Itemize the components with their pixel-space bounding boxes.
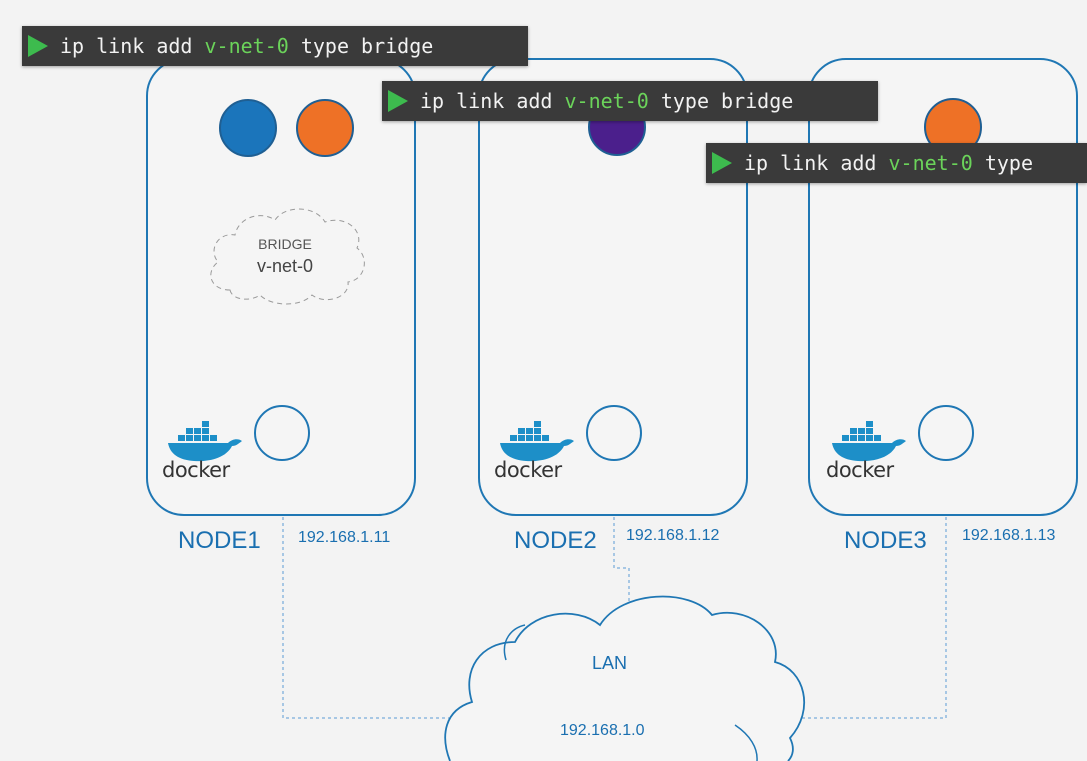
command-3-suffix: type: [972, 151, 1034, 175]
node2-ip: 192.168.1.12: [626, 527, 720, 544]
command-2-suffix: type bridge: [648, 89, 794, 113]
node3-link: [800, 517, 947, 719]
node3-name: NODE3: [844, 527, 927, 554]
node3-docker-text: docker: [826, 458, 894, 482]
docker-whale-icon: [168, 421, 242, 462]
node1-interface: [254, 405, 310, 461]
command-banner-2: ip link add v-net-0 type bridge: [382, 81, 878, 121]
command-2-highlight: v-net-0: [564, 89, 649, 113]
command-2-prefix: ip link add: [420, 89, 565, 113]
docker-whale-icon: [832, 421, 906, 462]
command-banner-1: ip link add v-net-0 type bridge: [22, 26, 528, 66]
node3-docker-logo: docker: [826, 418, 916, 490]
bridge-name: v-net-0: [256, 256, 314, 276]
lan-cloud: [444, 595, 806, 761]
node2-docker-logo: docker: [494, 418, 584, 490]
bridge-title: BRIDGE: [258, 236, 312, 252]
bridge-cloud-icon: [210, 208, 365, 305]
node1-pod-blue: [219, 99, 277, 157]
node1-pod-orange: [296, 99, 354, 157]
lan-label: LAN: [592, 653, 628, 673]
node1-ip: 192.168.1.11: [298, 529, 391, 546]
command-1-suffix: type bridge: [288, 34, 434, 58]
command-3-highlight: v-net-0: [888, 151, 973, 175]
play-icon: [388, 90, 408, 112]
node1-docker-text: docker: [162, 458, 230, 482]
command-3-prefix: ip link add: [744, 151, 889, 175]
play-icon: [28, 35, 48, 57]
node2-link: [613, 517, 630, 610]
node1-link: [282, 517, 455, 719]
lan-subnet: 192.168.1.0: [560, 722, 645, 739]
docker-whale-icon: [500, 421, 574, 462]
command-1-prefix: ip link add: [60, 34, 205, 58]
node1-name: NODE1: [178, 527, 261, 554]
node3-ip: 192.168.1.13: [962, 527, 1056, 544]
play-icon: [712, 152, 732, 174]
node1-docker-logo: docker: [162, 418, 252, 490]
node3-interface: [918, 405, 974, 461]
node2-name: NODE2: [514, 527, 597, 554]
command-1-highlight: v-net-0: [204, 34, 289, 58]
command-banner-3: ip link add v-net-0 type: [706, 143, 1087, 183]
node2-docker-text: docker: [494, 458, 562, 482]
node2-interface: [586, 405, 642, 461]
